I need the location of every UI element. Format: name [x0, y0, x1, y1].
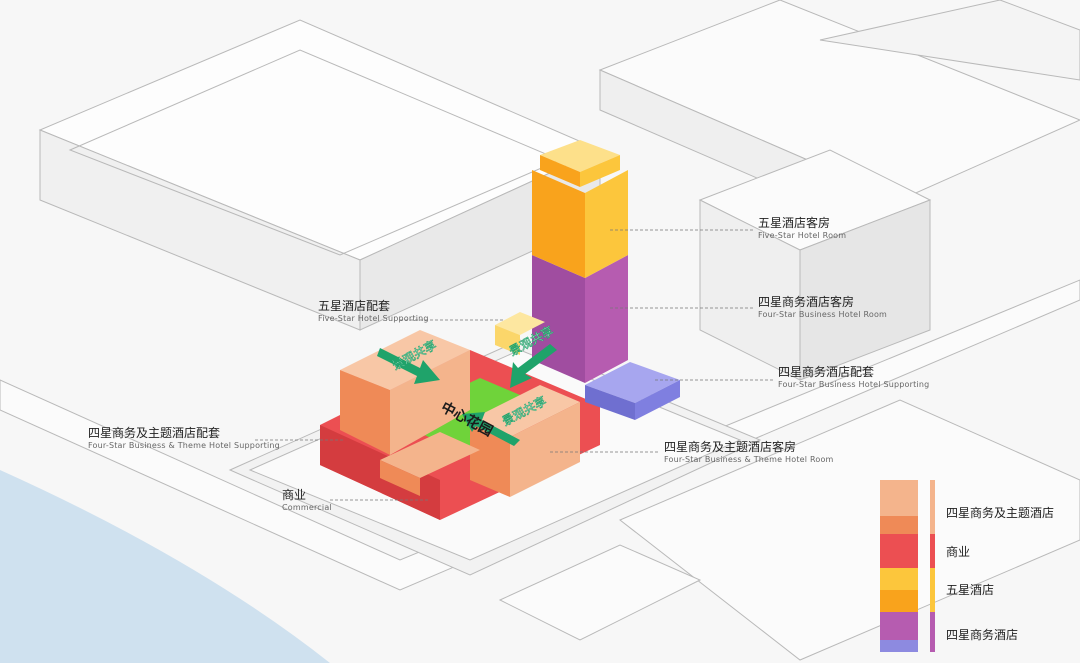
- label-theme-room: 四星商务及主题酒店客房 Four-Star Business & Theme H…: [664, 438, 834, 464]
- label-commercial: 商业 Commercial: [282, 486, 332, 512]
- label-en: Commercial: [282, 503, 332, 512]
- label-zh: 五星酒店配套: [318, 297, 429, 314]
- label-theme-support: 四星商务及主题酒店配套 Four-Star Business & Theme H…: [88, 424, 280, 450]
- label-en: Four-Star Business & Theme Hotel Support…: [88, 441, 280, 450]
- label-zh: 四星商务酒店配套: [778, 363, 929, 380]
- legend-swatch-commercial: [880, 534, 918, 568]
- label-five-star-room: 五星酒店客房 Five-Star Hotel Room: [758, 214, 846, 240]
- legend-swatch-four-star-support: [880, 640, 918, 652]
- legend-swatch-four-star: [880, 612, 918, 640]
- label-zh: 四星商务及主题酒店客房: [664, 438, 834, 455]
- legend-swatch-theme-dark: [880, 516, 918, 534]
- label-zh: 商业: [282, 486, 332, 503]
- label-zh: 五星酒店客房: [758, 214, 846, 231]
- label-en: Four-Star Business Hotel Room: [758, 310, 887, 319]
- legend-label-commercial: 商业: [946, 543, 970, 560]
- legend-swatch-five-star-light: [880, 568, 918, 590]
- legend: 四星商务及主题酒店 商业 五星酒店 四星商务酒店: [880, 480, 1070, 655]
- label-en: Four-Star Business Hotel Supporting: [778, 380, 929, 389]
- legend-swatch-five-star-dark: [880, 590, 918, 612]
- legend-swatch-theme-light: [880, 480, 918, 516]
- legend-label-five-star: 五星酒店: [946, 581, 994, 598]
- legend-tick-four-star: [930, 612, 935, 652]
- label-five-star-support: 五星酒店配套 Five-Star Hotel Supporting: [318, 297, 429, 323]
- label-four-star-support: 四星商务酒店配套 Four-Star Business Hotel Suppor…: [778, 363, 929, 389]
- label-zh: 四星商务及主题酒店配套: [88, 424, 280, 441]
- legend-label-theme: 四星商务及主题酒店: [946, 504, 1054, 521]
- label-four-star-room: 四星商务酒店客房 Four-Star Business Hotel Room: [758, 293, 887, 319]
- label-en: Four-Star Business & Theme Hotel Room: [664, 455, 834, 464]
- legend-tick-five-star: [930, 568, 935, 612]
- label-en: Five-Star Hotel Room: [758, 231, 846, 240]
- legend-label-four-star: 四星商务酒店: [946, 626, 1018, 643]
- legend-tick-commercial: [930, 534, 935, 568]
- river: [0, 470, 330, 663]
- label-zh: 四星商务酒店客房: [758, 293, 887, 310]
- label-en: Five-Star Hotel Supporting: [318, 314, 429, 323]
- legend-tick-theme: [930, 480, 935, 534]
